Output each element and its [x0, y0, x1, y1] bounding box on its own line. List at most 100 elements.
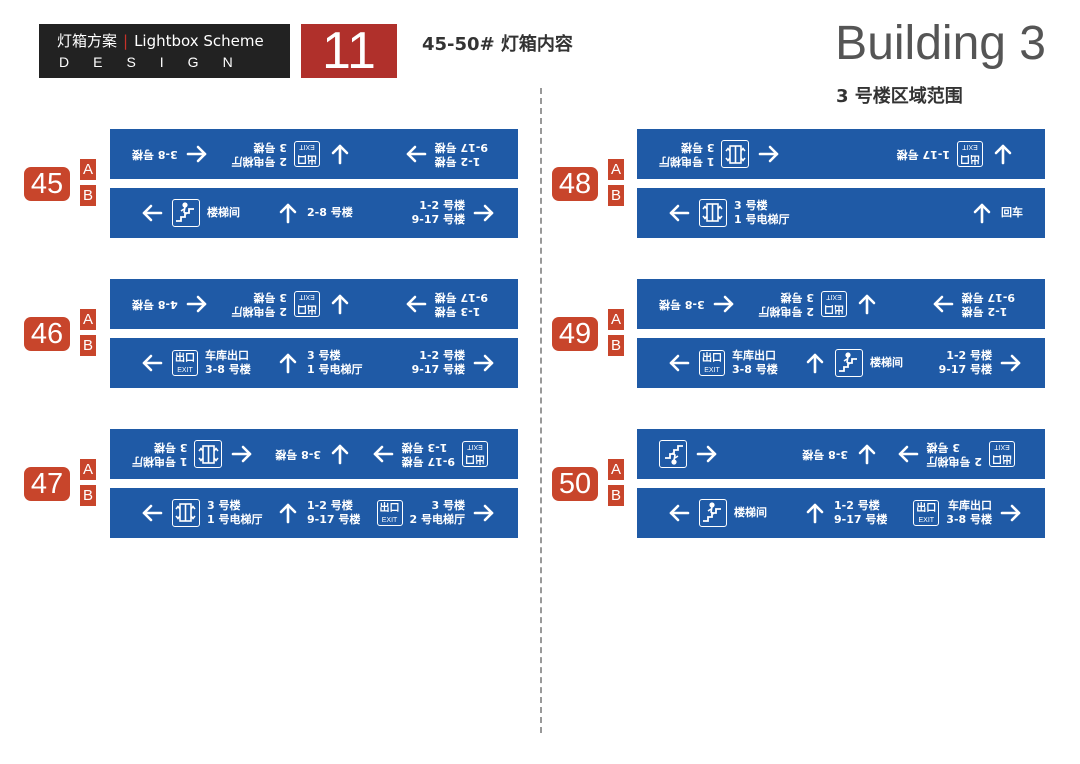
sign-text-line: 3-8 号楼 — [946, 513, 992, 526]
sign-text-line: 3 号楼 — [926, 441, 960, 454]
sign-text-line: 3 号楼 — [681, 141, 715, 154]
building-subtitle: 3 号楼区域范围 — [836, 86, 963, 107]
sign-element-middle: 3-8 号楼 — [275, 429, 352, 479]
sign-element-left: 楼梯间 — [140, 188, 240, 238]
arrow-up-icon — [806, 353, 824, 374]
sign-text-line: 3 号楼 — [207, 499, 241, 512]
sign-text-line: 9-17 号楼 — [434, 141, 488, 154]
exit-icon-en: EXIT — [962, 143, 978, 150]
arrow-right-icon — [406, 145, 426, 163]
exit-icon-en: EXIT — [918, 517, 935, 524]
sign-text: 2-8 号楼 — [307, 206, 353, 220]
arrow-right-icon — [933, 295, 953, 313]
sign-text-line: 9-17 号楼 — [434, 291, 488, 304]
arrow-right-icon — [473, 504, 494, 522]
stairs-icon — [835, 349, 863, 377]
arrow-down-icon — [331, 294, 349, 315]
sign-text-line: 楼梯间 — [870, 356, 903, 369]
sign-text-line: 2 号电梯厅 — [231, 305, 287, 318]
exit-icon-cn: 出口 — [297, 153, 317, 164]
exit-icon-en: EXIT — [381, 517, 398, 524]
sign-text-line: 1-2 号楼 — [419, 349, 465, 362]
stairs-icon — [699, 499, 727, 527]
sign-element-middle: 2-8 号楼 — [276, 188, 353, 238]
sign-text-line: 3-8 号楼 — [132, 148, 178, 161]
sign-element-middle: 楼梯间 — [803, 338, 903, 388]
sign-text: 3-8 号楼 — [132, 147, 178, 161]
arrow-up-icon — [279, 503, 297, 524]
sign-text-line: 1-2 号楼 — [434, 155, 481, 168]
sign-text-line: 9-17 号楼 — [307, 513, 361, 526]
center-divider — [540, 88, 542, 733]
group-number-badge: 45 — [24, 167, 70, 201]
exit-icon-cn: 出口 — [824, 303, 844, 314]
header-title-block: 灯箱方案|Lightbox Scheme DESIGN — [39, 24, 290, 78]
sign-text: 楼梯间 — [207, 206, 240, 220]
sign-text-line: 1-2 号楼 — [834, 499, 880, 512]
arrow-right-icon — [373, 445, 393, 463]
arrow-left-icon — [142, 354, 163, 372]
arrow-left-icon — [186, 145, 207, 163]
side-b-label: B — [80, 185, 96, 206]
sign-text-line: 1 号电梯厅 — [132, 455, 188, 468]
sign-text-line: 2 号电梯厅 — [926, 455, 982, 468]
side-b-label: B — [608, 335, 624, 356]
sign-text-line: 3-8 号楼 — [659, 298, 705, 311]
exit-icon-en: EXIT — [826, 293, 842, 300]
page-number: 11 — [301, 24, 397, 78]
exit-icon-cn: 出口 — [379, 503, 400, 514]
group-number-badge: 47 — [24, 467, 70, 501]
arrow-right-icon — [473, 354, 494, 372]
sign-text-line: 3 号楼 — [734, 199, 768, 212]
side-b-label: B — [608, 185, 624, 206]
side-b-label: B — [608, 485, 624, 506]
design-label: DESIGN — [59, 54, 257, 70]
group-number-badge: 48 — [552, 167, 598, 201]
exit-icon-cn: 出口 — [992, 453, 1012, 464]
arrow-up-icon — [279, 203, 297, 224]
sign-text-line: 车库出口 — [732, 349, 776, 362]
sign-element-middle: 3-8 号楼 — [802, 429, 879, 479]
sign-text-line: 2 号电梯厅 — [231, 155, 287, 168]
sign-text-line: 3 号楼 — [253, 141, 287, 154]
arrow-left-icon — [669, 354, 690, 372]
sign-text-line: 9-17 号楼 — [938, 363, 992, 376]
sign-element-right: 回车 — [970, 188, 1023, 238]
sign-text-line: 楼梯间 — [207, 206, 240, 219]
exit-icon-en: EXIT — [467, 443, 483, 450]
arrow-left-icon — [669, 204, 690, 222]
sign-text-line: 3-8 号楼 — [732, 363, 778, 376]
sign-text-line: 3-8 号楼 — [275, 448, 321, 461]
sign-text-line: 9-17 号楼 — [401, 455, 455, 468]
side-a-label: A — [608, 459, 624, 480]
sign-element-right: 3-8 号楼 — [132, 129, 209, 179]
sign-text-line: 3 号楼 — [253, 291, 287, 304]
exit-icon-en: EXIT — [299, 293, 315, 300]
arrow-left-icon — [759, 145, 779, 163]
